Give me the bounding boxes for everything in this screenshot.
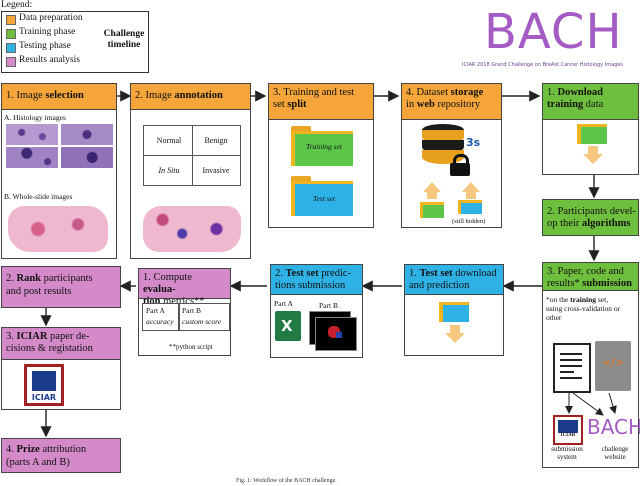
annotated-wsi-image — [143, 206, 241, 252]
class-benign: Benign — [204, 136, 228, 145]
part-b-label: Part B — [319, 301, 338, 310]
step-rank-participants-label: 2. Rank participants and post results — [6, 273, 93, 297]
training-folder-icon — [423, 205, 444, 218]
paper-icon — [553, 343, 591, 393]
database-icon — [422, 124, 464, 174]
step-image-selection-header: 1. Image selection — [2, 84, 116, 110]
legend-box: Data preparation Training phase Testing … — [1, 11, 149, 73]
figure-caption: Fig. 1: Workflow of the BACH challenge. — [236, 478, 337, 484]
step-prize-attribution: 4. Prize attribution (parts A and B) — [1, 438, 121, 473]
lock-icon — [448, 154, 472, 176]
histology-images — [6, 124, 114, 168]
step-prize-attribution-label: 4. Prize attribution (parts A and B) — [6, 444, 87, 468]
upload-arrow-icon — [462, 182, 480, 192]
step-download-training: 1. Download training data — [542, 83, 639, 175]
step-predictions-submission: 2. Test set predic- tions submission Par… — [270, 264, 363, 358]
step-iciar-decisions-header: 3. ICIAR paper de- cisions & registation — [2, 328, 120, 360]
iciar-submission-logo: ICIAR — [553, 415, 583, 445]
part-a-metric-box: Part A accuracy — [142, 303, 180, 331]
legend-swatch-pink — [6, 57, 16, 67]
legend-item-training: Training phase — [19, 27, 76, 37]
code-file-icon — [595, 341, 631, 391]
step-download-training-header: 1. Download training data — [543, 84, 638, 120]
part-b-metric-box: Part B custom score — [178, 303, 230, 331]
legend-swatch-blue — [6, 43, 16, 53]
step-evaluation-metrics: 1. Compute evalua- tion metrics** Part A… — [138, 268, 231, 356]
step-dataset-storage-header: 4. Dataset storage in web repository — [402, 84, 501, 120]
upload-arrow-icon — [423, 182, 441, 192]
legend-title: Legend: — [1, 0, 33, 10]
step-develop-algorithms-label: 2. Participants devel-op their algorithm… — [547, 206, 636, 229]
training-folder-icon — [295, 134, 353, 166]
class-in-situ: In Situ — [158, 166, 180, 175]
histology-label: A. Histology images — [4, 113, 66, 122]
step-develop-algorithms: 2. Participants devel-op their algorithm… — [542, 199, 639, 236]
excel-icon: X — [275, 311, 301, 341]
submission-links — [565, 392, 617, 416]
step-predictions-submission-header: 2. Test set predic- tions submission — [271, 265, 362, 295]
wsi-image — [8, 206, 108, 252]
class-invasive: Invasive — [202, 166, 230, 175]
legend-swatch-green — [6, 29, 16, 39]
legend-item-data-prep: Data preparation — [19, 13, 83, 23]
training-folder-icon — [581, 127, 607, 144]
step-dataset-storage: 4. Dataset storage in web repository 3s … — [401, 83, 502, 228]
bach-website-logo: BACH — [587, 415, 640, 439]
annotation-grid: Normal Benign In Situ Invasive — [143, 125, 241, 186]
training-set-label: Training set — [305, 142, 343, 151]
step-image-annotation-header: 2. Image annotation — [131, 84, 250, 110]
legend-swatch-orange — [6, 15, 16, 25]
test-folder-icon — [461, 203, 482, 214]
step-rank-participants: 2. Rank participants and post results — [1, 266, 121, 308]
step-image-annotation: 2. Image annotation Normal Benign In Sit… — [130, 83, 251, 259]
step-image-selection: 1. Image selection A. Histology images B… — [1, 83, 117, 259]
submission-note: *on the training set, using cross-valida… — [546, 295, 621, 322]
download-arrow-icon — [445, 333, 465, 343]
prediction-map-image — [315, 317, 357, 351]
test-set-label: Test set — [312, 194, 336, 203]
bach-logo-subtitle: ICIAR 2018 Grand Challenge on BreAst Can… — [462, 62, 623, 68]
bach-logo: BACH — [484, 4, 623, 60]
step-iciar-decisions: 3. ICIAR paper de- cisions & registation… — [1, 327, 121, 410]
test-folder-icon — [443, 305, 469, 322]
download-arrow-icon — [583, 154, 603, 164]
legend-item-testing: Testing phase — [19, 41, 71, 51]
python-script-note: **python script — [169, 343, 213, 351]
code-glyph: </> — [603, 356, 623, 369]
s3-icon: 3s — [466, 136, 481, 149]
step-test-download: 1. Test set download and prediction — [404, 264, 504, 356]
test-folder-icon — [295, 184, 353, 216]
step-evaluation-metrics-header: 1. Compute evalua- tion metrics** — [139, 269, 230, 307]
step-test-download-header: 1. Test set download and prediction — [405, 265, 503, 295]
wsi-label: B. Whole-slide images — [4, 192, 73, 201]
iciar-logo: ICIAR — [24, 364, 64, 406]
legend-item-results: Results analysis — [19, 55, 80, 65]
part-a-label: Part A — [274, 299, 293, 308]
class-normal: Normal — [156, 136, 182, 145]
still-hidden-note: (still hidden) — [452, 218, 486, 225]
